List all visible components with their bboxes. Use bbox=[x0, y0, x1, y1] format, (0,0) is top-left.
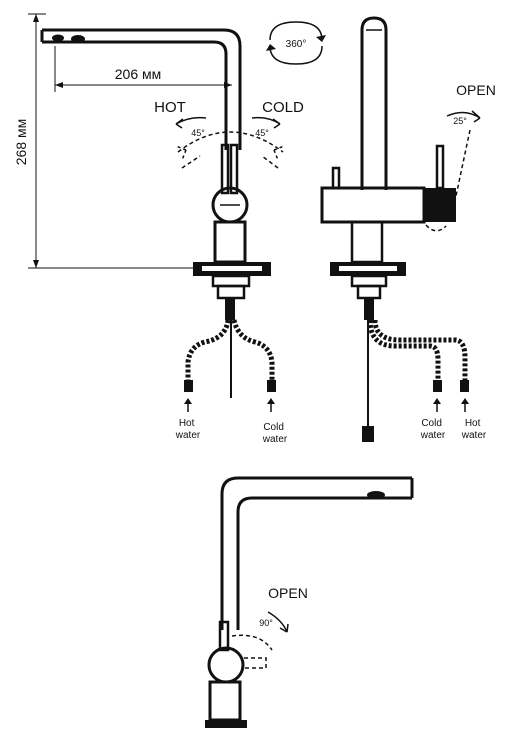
side-cold-water-arrow bbox=[433, 398, 441, 412]
reach-dimension-label: 206 мм bbox=[115, 66, 162, 82]
front-hot-water-label: Hot water bbox=[175, 418, 201, 441]
side-open-label: OPEN bbox=[456, 82, 496, 98]
rotation-360-icon bbox=[266, 21, 326, 65]
bottom-open-label: OPEN bbox=[268, 585, 308, 601]
reach-dimension-line bbox=[54, 46, 232, 92]
front-cold-water-label: Cold water bbox=[262, 422, 288, 445]
front-hoses bbox=[184, 319, 276, 398]
hot-label: HOT bbox=[154, 99, 186, 116]
aerator-icon bbox=[52, 34, 85, 43]
height-dimension-line bbox=[28, 13, 200, 269]
front-swing-arcs bbox=[175, 116, 285, 169]
side-hot-water-label: Hot water bbox=[461, 418, 487, 441]
cold-label: COLD bbox=[262, 99, 304, 116]
hot-angle-label: 45° bbox=[191, 128, 205, 138]
side-cold-water-label: Cold water bbox=[420, 418, 446, 441]
bottom-open-angle-label: 90° bbox=[259, 618, 273, 628]
front-cold-water-arrow bbox=[267, 398, 275, 412]
side-hoses bbox=[362, 319, 469, 442]
side-hot-water-arrow bbox=[461, 398, 469, 412]
front-hot-water-arrow bbox=[184, 398, 192, 412]
front-view-faucet bbox=[40, 28, 271, 320]
side-view-faucet bbox=[320, 16, 481, 320]
height-dimension-label: 268 мм bbox=[13, 119, 29, 166]
rotation-360-label: 360° bbox=[286, 39, 307, 50]
bottom-view-faucet bbox=[205, 476, 414, 728]
side-open-angle-label: 25° bbox=[453, 116, 467, 126]
cold-angle-label: 45° bbox=[255, 128, 269, 138]
